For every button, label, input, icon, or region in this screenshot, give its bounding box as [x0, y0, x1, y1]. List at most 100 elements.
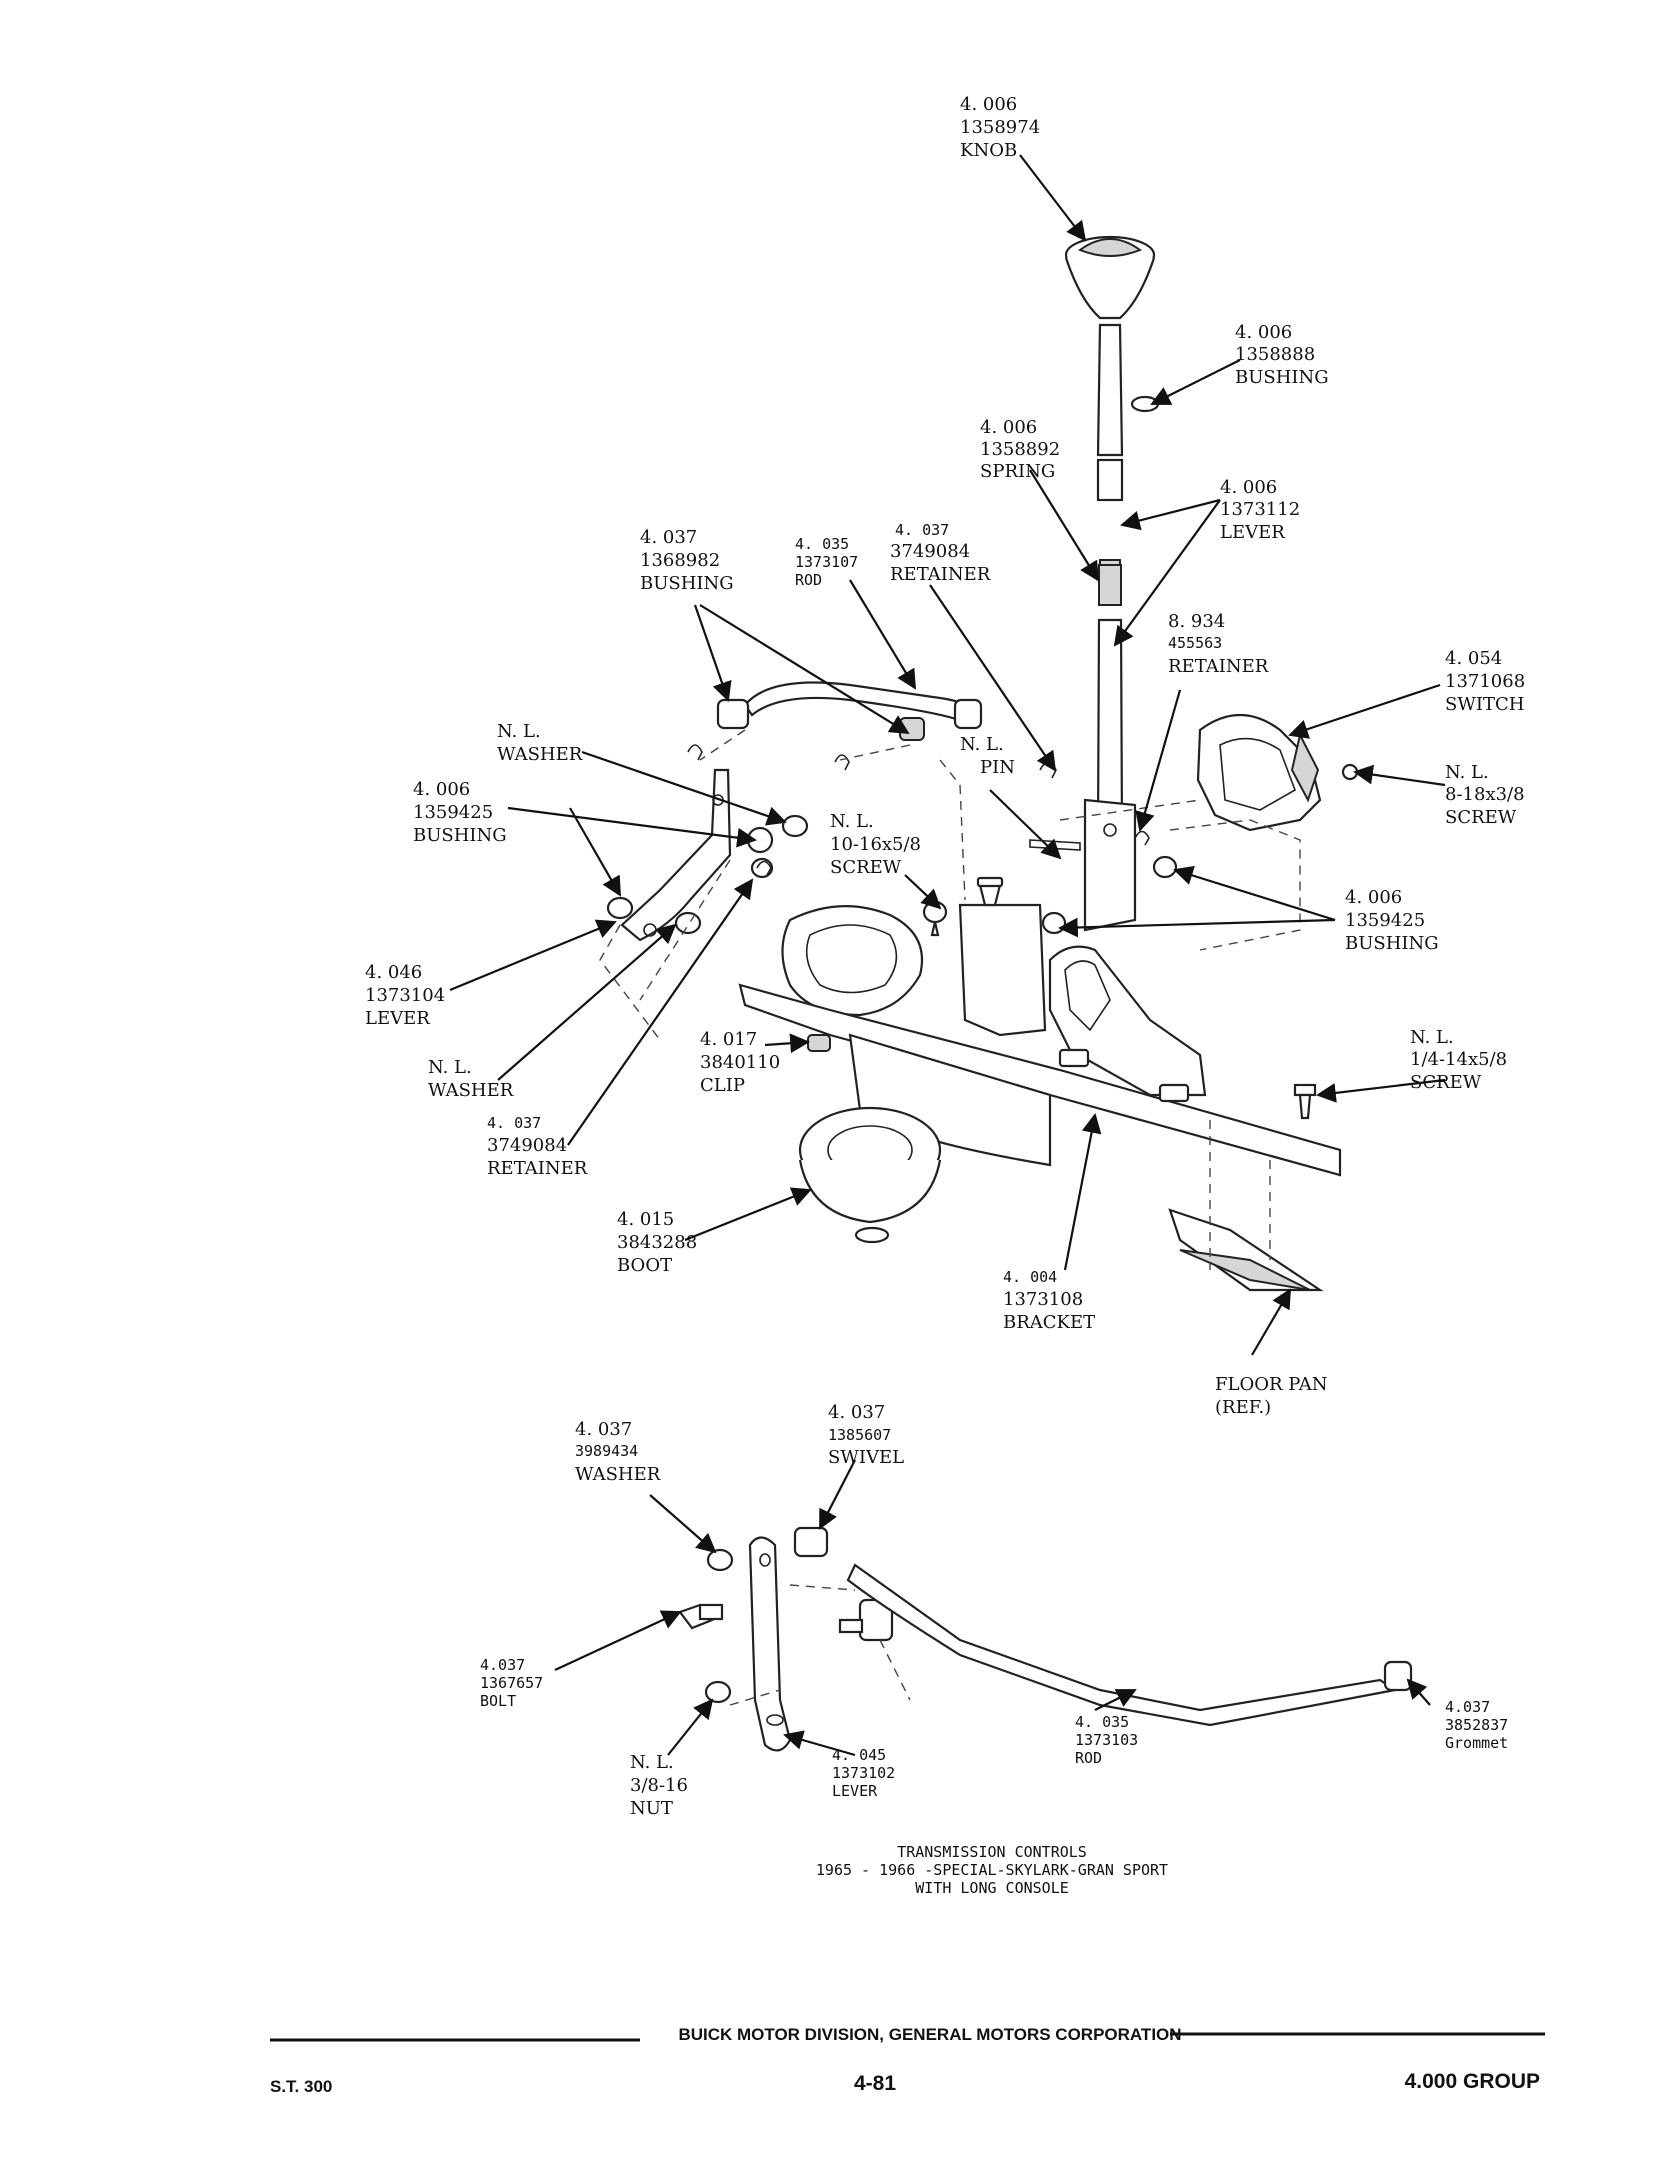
- svg-text:N. L.: N. L.: [960, 734, 1004, 755]
- svg-text:4.037: 4.037: [1445, 1698, 1490, 1716]
- knob-part: [1064, 235, 1156, 320]
- svg-text:1373107: 1373107: [795, 553, 858, 571]
- callout-retainer-right: 8. 934 455563 RETAINER: [1168, 611, 1269, 677]
- svg-text:4. 006: 4. 006: [1345, 887, 1402, 908]
- svg-text:SCREW: SCREW: [830, 857, 902, 878]
- boot-part: [798, 1106, 942, 1244]
- diagram-caption: TRANSMISSION CONTROLS 1965 - 1966 -SPECI…: [816, 1843, 1168, 1897]
- svg-text:10-16x5/8: 10-16x5/8: [830, 834, 921, 855]
- svg-text:4. 037: 4. 037: [575, 1419, 632, 1440]
- svg-text:RETAINER: RETAINER: [487, 1158, 588, 1179]
- svg-text:SWIVEL: SWIVEL: [828, 1447, 904, 1468]
- svg-text:LEVER: LEVER: [365, 1008, 430, 1029]
- svg-text:LEVER: LEVER: [832, 1782, 878, 1800]
- svg-text:BUSHING: BUSHING: [1235, 367, 1329, 388]
- svg-text:WASHER: WASHER: [497, 744, 583, 765]
- svg-text:455563: 455563: [1168, 634, 1222, 652]
- svg-text:ROD: ROD: [795, 571, 822, 589]
- svg-text:1358892: 1358892: [980, 439, 1060, 460]
- svg-text:3989434: 3989434: [575, 1442, 638, 1460]
- svg-text:1367657: 1367657: [480, 1674, 543, 1692]
- svg-text:BOOT: BOOT: [617, 1255, 672, 1276]
- svg-text:LEVER: LEVER: [1220, 522, 1285, 543]
- svg-text:4. 035: 4. 035: [1075, 1713, 1129, 1731]
- svg-text:SPRING: SPRING: [980, 461, 1055, 482]
- callout-bushing-right: 4. 006 1359425 BUSHING: [1345, 887, 1439, 954]
- callout-rod-upper: 4. 035 1373107 ROD: [795, 535, 858, 589]
- svg-text:SCREW: SCREW: [1445, 807, 1517, 828]
- callout-lever-top: 4. 006 1373112 LEVER: [1220, 477, 1300, 543]
- svg-text:BOLT: BOLT: [480, 1692, 516, 1710]
- svg-text:CLIP: CLIP: [700, 1075, 745, 1096]
- callout-nut: N. L. 3/8-16 NUT: [630, 1752, 688, 1819]
- svg-text:4. 004: 4. 004: [1003, 1268, 1057, 1286]
- svg-text:4. 046: 4. 046: [365, 962, 422, 983]
- svg-text:1373103: 1373103: [1075, 1731, 1138, 1749]
- svg-text:3749084: 3749084: [487, 1135, 567, 1156]
- svg-text:BUSHING: BUSHING: [413, 825, 507, 846]
- svg-text:3843288: 3843288: [617, 1232, 697, 1253]
- svg-text:N. L.: N. L.: [630, 1752, 674, 1773]
- part-drawings: [599, 235, 1413, 1752]
- callout-swivel: 4. 037 1385607 SWIVEL: [828, 1402, 904, 1468]
- bracket-part: [738, 903, 1342, 1292]
- callout-bushing-top: 4. 006 1358888 BUSHING: [1235, 322, 1329, 388]
- svg-text:4. 017: 4. 017: [700, 1029, 757, 1050]
- callout-knob: 4. 006 1358974 KNOB: [960, 94, 1040, 161]
- callout-washer-nl: N. L. WASHER: [497, 721, 583, 765]
- svg-text:1373104: 1373104: [365, 985, 445, 1006]
- svg-text:N. L.: N. L.: [497, 721, 541, 742]
- svg-text:4. 037: 4. 037: [828, 1402, 885, 1423]
- svg-text:SCREW: SCREW: [1410, 1072, 1482, 1093]
- svg-text:4. 006: 4. 006: [1220, 477, 1277, 498]
- left-lever-part: [606, 768, 809, 942]
- callout-rod-lower: 4. 035 1373103 ROD: [1075, 1713, 1138, 1767]
- svg-text:1368982: 1368982: [640, 550, 720, 571]
- svg-text:4. 037: 4. 037: [895, 521, 949, 539]
- svg-text:4. 037: 4. 037: [487, 1114, 541, 1132]
- svg-text:1/4-14x5/8: 1/4-14x5/8: [1410, 1049, 1507, 1070]
- footer-division: BUICK MOTOR DIVISION, GENERAL MOTORS COR…: [678, 2025, 1181, 2044]
- svg-text:3840110: 3840110: [700, 1052, 780, 1073]
- upper-rod-part: [716, 681, 983, 741]
- svg-text:TRANSMISSION CONTROLS: TRANSMISSION CONTROLS: [897, 1843, 1087, 1861]
- callout-screw-8: N. L. 8-18x3/8 SCREW: [1445, 762, 1525, 828]
- svg-text:RETAINER: RETAINER: [890, 564, 991, 585]
- svg-text:1965 - 1966 -SPECIAL-SKYLARK-G: 1965 - 1966 -SPECIAL-SKYLARK-GRAN SPORT: [816, 1861, 1168, 1879]
- svg-text:8. 934: 8. 934: [1168, 611, 1225, 632]
- callout-retainer-left: 4. 037 3749084 RETAINER: [487, 1114, 588, 1179]
- svg-text:4. 015: 4. 015: [617, 1209, 674, 1230]
- callout-retainer-top: 4. 037 3749084 RETAINER: [890, 521, 991, 585]
- svg-text:4. 037: 4. 037: [640, 527, 697, 548]
- svg-text:PIN: PIN: [980, 757, 1015, 778]
- svg-text:Grommet: Grommet: [1445, 1734, 1508, 1752]
- svg-text:1385607: 1385607: [828, 1426, 891, 1444]
- svg-text:1373112: 1373112: [1220, 499, 1300, 520]
- svg-text:KNOB: KNOB: [960, 140, 1017, 161]
- svg-text:4. 054: 4. 054: [1445, 648, 1502, 669]
- svg-text:ROD: ROD: [1075, 1749, 1102, 1767]
- svg-text:N. L.: N. L.: [428, 1057, 472, 1078]
- svg-text:BUSHING: BUSHING: [640, 573, 734, 594]
- callout-clip: 4. 017 3840110 CLIP: [700, 1029, 780, 1096]
- callout-floor-pan: FLOOR PAN (REF.): [1215, 1374, 1327, 1418]
- svg-text:4. 006: 4. 006: [1235, 322, 1292, 343]
- callout-boot: 4. 015 3843288 BOOT: [617, 1209, 697, 1276]
- callout-grommet: 4.037 3852837 Grommet: [1445, 1698, 1508, 1752]
- svg-text:WITH LONG CONSOLE: WITH LONG CONSOLE: [915, 1879, 1069, 1897]
- svg-text:4. 006: 4. 006: [980, 417, 1037, 438]
- svg-text:4. 006: 4. 006: [413, 779, 470, 800]
- clip-part: [807, 1034, 831, 1052]
- footer-doc-number: S.T. 300: [270, 2077, 332, 2096]
- svg-text:BUSHING: BUSHING: [1345, 933, 1439, 954]
- svg-text:3/8-16: 3/8-16: [630, 1775, 688, 1796]
- svg-text:RETAINER: RETAINER: [1168, 656, 1269, 677]
- leader-lines: [449, 154, 1446, 1757]
- retainer-clips: [687, 744, 1150, 876]
- callout-pin: N. L. PIN: [960, 734, 1015, 778]
- screw-parts: [922, 839, 1317, 1120]
- shift-lever-part: [1083, 323, 1137, 932]
- svg-text:4. 035: 4. 035: [795, 535, 849, 553]
- svg-text:4. 006: 4. 006: [960, 94, 1017, 115]
